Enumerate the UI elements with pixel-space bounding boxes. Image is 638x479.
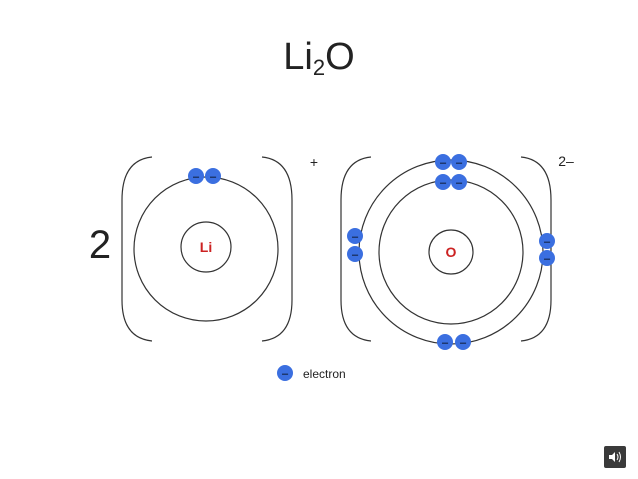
speaker-icon[interactable]	[604, 446, 626, 468]
electron	[205, 168, 221, 184]
svg-text:–: –	[544, 236, 551, 248]
legend-electron-icon	[277, 365, 293, 381]
electron	[435, 154, 451, 170]
formula-title: Li2O	[283, 36, 355, 80]
electron	[539, 250, 555, 266]
o-nucleus	[428, 229, 474, 275]
electron	[188, 168, 204, 184]
svg-text:–: –	[456, 177, 463, 189]
li-nucleus	[180, 221, 232, 273]
li-electrons: – –	[188, 168, 221, 184]
li-left-bracket	[121, 156, 153, 342]
electron	[451, 174, 467, 190]
o-symbol: O	[446, 244, 457, 260]
svg-text:–: –	[442, 337, 449, 349]
svg-text:–: –	[352, 249, 359, 261]
electron	[539, 233, 555, 249]
svg-text:–: –	[544, 253, 551, 265]
svg-text:–: –	[456, 157, 463, 169]
electron	[435, 174, 451, 190]
o-charge: 2–	[558, 153, 574, 169]
svg-text:–: –	[210, 171, 217, 183]
electron	[347, 228, 363, 244]
electron	[437, 334, 453, 350]
speaker-icon	[609, 451, 621, 463]
legend-label: electron	[303, 367, 346, 381]
svg-text:–: –	[460, 337, 467, 349]
li-symbol: Li	[200, 239, 212, 255]
o-left-bracket	[340, 156, 372, 342]
svg-text:–: –	[440, 157, 447, 169]
svg-text:–: –	[440, 177, 447, 189]
electron	[451, 154, 467, 170]
legend: – electron	[277, 365, 346, 381]
o-inner-shell	[378, 179, 524, 325]
o-right-bracket	[520, 156, 552, 342]
svg-text:–: –	[282, 368, 289, 380]
electron	[455, 334, 471, 350]
li-charge: +	[310, 154, 318, 170]
o-electrons: – – – – – – – – – –	[347, 154, 555, 350]
coefficient: 2	[89, 223, 111, 267]
electron	[347, 246, 363, 262]
li-right-bracket	[261, 156, 293, 342]
svg-text:–: –	[193, 171, 200, 183]
svg-text:–: –	[352, 231, 359, 243]
